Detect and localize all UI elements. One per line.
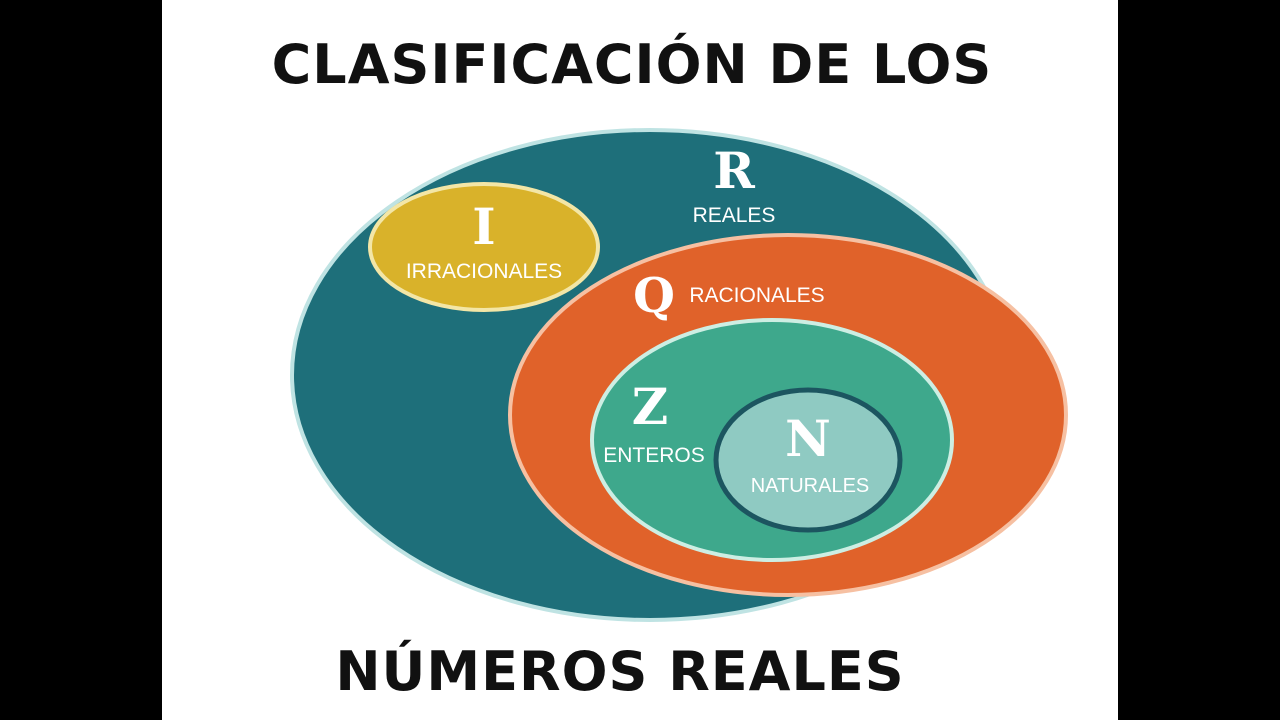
set-enteros-symbol: Z [632,377,669,436]
set-naturales-ellipse [713,387,903,533]
venn-diagram: R REALES I IRRACIONALES Q RACIONALES Z E… [290,128,1068,622]
title-line-1: CLASIFICACIÓN DE LOS [271,33,993,96]
set-racionales-symbol: Q [633,268,675,324]
set-irracionales-label: IRRACIONALES [406,260,562,283]
set-naturales-symbol: N [785,409,831,468]
set-racionales-label: RACIONALES [689,284,824,307]
set-reales-label: REALES [693,204,776,227]
set-irracionales-symbol: I [472,197,495,256]
set-naturales-label: NATURALES [751,475,870,497]
set-enteros-label: ENTEROS [603,444,705,467]
set-irracionales-ellipse [368,182,600,312]
slide: CLASIFICACIÓN DE LOS R REALES I IRRACION… [162,0,1118,720]
title-line-2: NÚMEROS REALES [335,640,905,703]
set-reales-symbol: R [713,141,755,200]
